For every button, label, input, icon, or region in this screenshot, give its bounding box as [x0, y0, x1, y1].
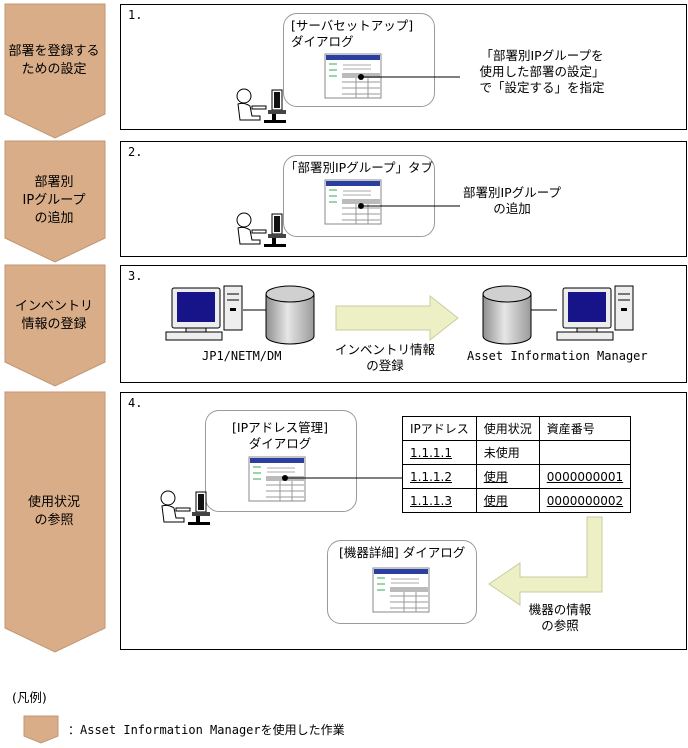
server-pc-icon: [556, 285, 634, 341]
user-at-computer-icon: [160, 490, 211, 526]
step3-label: インベントリ 情報の登録: [14, 299, 93, 332]
legend-title: (凡例): [12, 690, 47, 705]
asset-number-link[interactable]: 0000000002: [538, 488, 632, 513]
header-asset-number: 資産番号: [538, 416, 632, 441]
step1-number: 1.: [128, 8, 143, 22]
step3-source-label: JP1/NETM/DM: [202, 349, 282, 363]
window-icon: [372, 567, 430, 613]
step2-dialog-label: 「部署別IPグループ」タブ: [285, 160, 433, 175]
step2-number: 2.: [128, 145, 143, 159]
database-icon: [265, 285, 315, 345]
detail-dialog-label: [機器詳細] ダイアログ: [339, 545, 466, 560]
reference-arrow: [488, 516, 603, 606]
usage-status-link[interactable]: 使用: [475, 464, 540, 489]
step-arrow-2: [4, 140, 106, 263]
step4-label: 使用状況 の参照: [27, 495, 80, 528]
window-icon: [248, 456, 306, 502]
step3-arrow-label: インベントリ情報 の登録: [334, 342, 435, 373]
user-at-computer-icon: [236, 212, 287, 248]
window-icon: [324, 179, 382, 225]
step4-arrow-label: 機器の情報 の参照: [528, 602, 592, 633]
user-at-computer-icon: [236, 88, 287, 124]
step1-label: 部署を登録する ための設定: [8, 44, 100, 77]
table-row: 1.1.1.1 未使用: [402, 440, 632, 465]
table-row: 1.1.1.3 使用 0000000002: [402, 488, 632, 513]
step1-dialog-label: [サーバセットアップ] ダイアログ: [291, 18, 414, 49]
step3-number: 3.: [128, 269, 143, 283]
database-icon: [482, 285, 532, 345]
step2-label: 部署別 IPグループ の追加: [22, 175, 86, 226]
client-pc-icon: [165, 285, 243, 341]
table-row: 1.1.1.2 使用 0000000001: [402, 464, 632, 489]
asset-number-link[interactable]: 0000000001: [538, 464, 632, 489]
registration-arrow: [335, 294, 459, 342]
step3-target-label: Asset Information Manager: [467, 349, 648, 363]
step2-note: 部署別IPグループ の追加: [463, 185, 561, 216]
table-header-row: IPアドレス 使用状況 資産番号: [402, 416, 632, 441]
legend-step-shape: [23, 715, 59, 744]
ip-link[interactable]: 1.1.1.3: [402, 488, 477, 513]
ip-address-table: IPアドレス 使用状況 資産番号 1.1.1.1 未使用 1.1.1.2 使用 …: [402, 416, 632, 513]
step4-dialog-label: [IPアドレス管理] ダイアログ: [232, 420, 328, 451]
asset-number: [538, 440, 632, 465]
window-icon: [324, 53, 382, 99]
usage-status-link[interactable]: 使用: [475, 488, 540, 513]
header-usage-status: 使用状況: [475, 416, 540, 441]
ip-link[interactable]: 1.1.1.1: [402, 440, 477, 465]
step-arrow-1: [4, 3, 106, 139]
step1-note: 「部署別IPグループを 使用した部署の設定」 で「設定する」を指定: [479, 48, 605, 95]
legend-text: ：Asset Information Managerを使用した作業: [68, 723, 345, 737]
header-ip-address: IPアドレス: [402, 416, 477, 441]
step-arrow-4: [4, 391, 106, 653]
step4-number: 4.: [128, 396, 143, 410]
step-arrow-3: [4, 264, 106, 387]
